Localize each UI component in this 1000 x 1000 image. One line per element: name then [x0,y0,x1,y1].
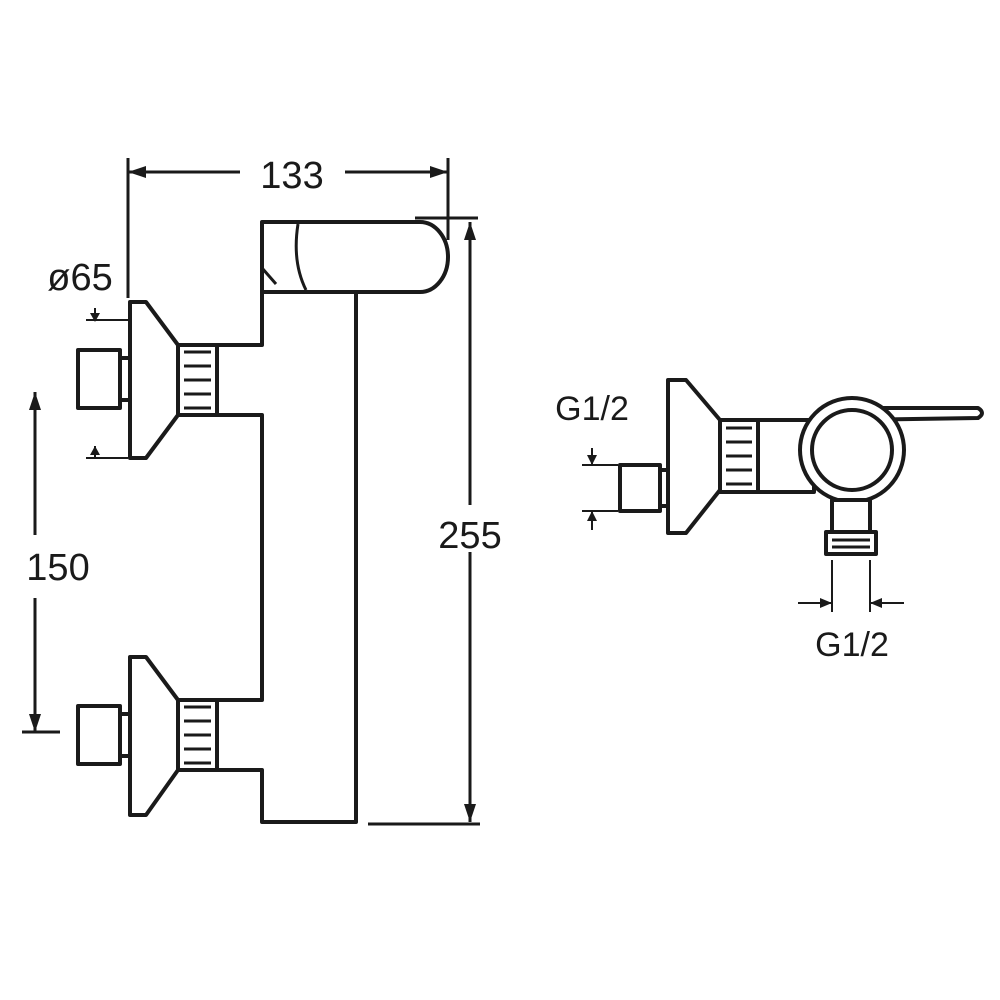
side-body-inner [810,408,894,492]
dimension-inlet-spacing: 150 [22,392,90,734]
side-outlet-nut [824,530,878,556]
bottom-outlet-thread-label: G1/2 [815,626,889,664]
mixer-body [215,290,358,824]
side-inlet-neck [658,468,670,508]
lever-handle-detail [294,223,308,291]
lever-handle [260,220,450,294]
dimension-bottom-outlet: G1/2 [798,560,904,664]
bottom-inlet-neck [118,712,132,758]
bottom-wall-flange [128,655,180,817]
dimension-side-inlet: G1/2 [555,390,629,530]
width-label: 133 [260,155,323,197]
side-wall-flange [666,378,722,535]
side-inlet-pipe [618,463,662,513]
top-inlet-neck [118,356,132,402]
lever-handle-detail-2 [260,267,278,285]
front-view: 133 255 ø65 150 [22,155,502,826]
side-outlet-stem [830,498,872,534]
side-view: G1/2 G1/2 [555,378,984,664]
bottom-inlet-pipe [76,704,122,766]
side-inlet-thread-label: G1/2 [555,390,629,428]
dimension-height: 255 [368,222,502,826]
dimension-flange-diameter: ø65 [47,257,128,459]
top-inlet-pipe [76,348,122,410]
dimension-width: 133 [126,155,450,298]
flange-diameter-label: ø65 [47,257,112,299]
inlet-spacing-label: 150 [26,547,89,589]
height-label: 255 [438,515,501,557]
top-wall-flange [128,300,180,460]
